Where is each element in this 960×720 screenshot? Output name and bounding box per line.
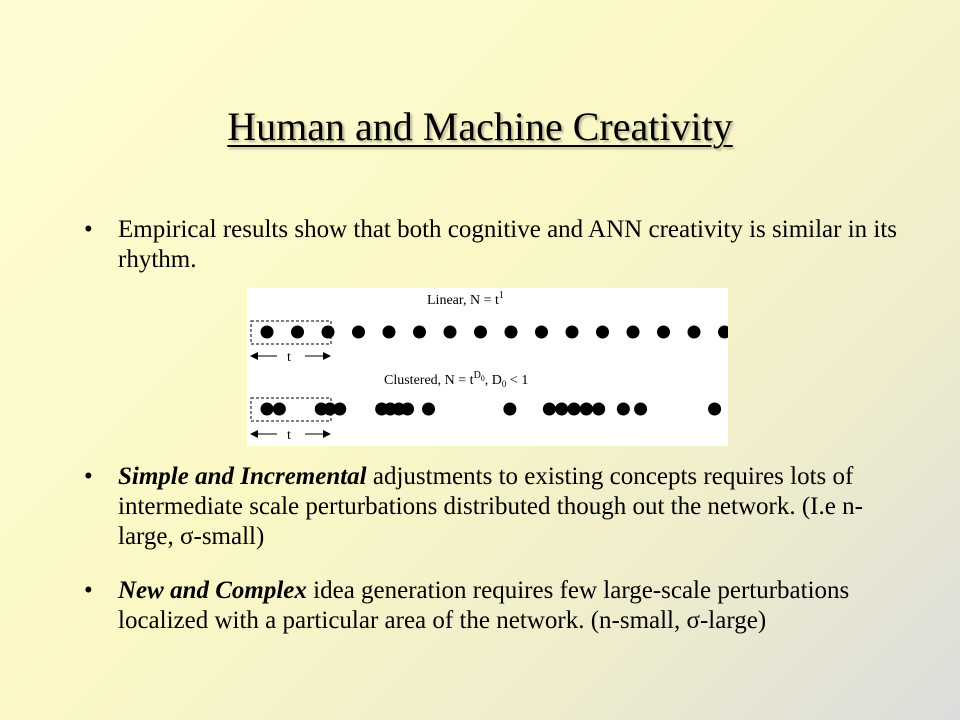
clustered-dot (555, 402, 569, 416)
linear-dot (382, 325, 396, 339)
clustered-label: Clustered, N = tD0, D0 < 1 (384, 370, 528, 389)
bullet-new-complex: • New and Complex idea generation requir… (84, 576, 918, 636)
clustered-dot (616, 402, 630, 416)
linear-dot (718, 325, 728, 339)
rhythm-figure: Linear, N = t1 t Clustered, N = tD0, D0 … (247, 288, 728, 446)
linear-dot (687, 325, 701, 339)
linear-dot (474, 325, 487, 339)
clustered-dot (260, 402, 274, 416)
linear-dot (504, 325, 518, 339)
bullet-marker: • (84, 463, 93, 490)
clustered-dot (542, 402, 556, 416)
bullet-emphasis: New and Complex (118, 577, 307, 604)
linear-dot (565, 325, 579, 339)
clustered-dot (333, 402, 347, 416)
linear-dot-row (260, 325, 728, 339)
clustered-dot (401, 402, 415, 416)
bullet-marker: • (84, 216, 93, 243)
bullet-rhythm: • Empirical results show that both cogni… (84, 215, 918, 275)
clustered-dot (708, 402, 722, 416)
bullet-marker: • (84, 577, 93, 604)
linear-dot (657, 325, 670, 339)
clustered-dot (592, 402, 606, 416)
bullet-simple-incremental: • Simple and Incremental adjustments to … (84, 462, 918, 552)
bullet-emphasis: Simple and Incremental (118, 463, 367, 490)
clustered-dot (272, 402, 286, 416)
clustered-window-arrow: t (250, 428, 331, 443)
linear-dot (413, 325, 426, 339)
linear-dot (291, 325, 304, 339)
clustered-window-label: t (287, 428, 291, 443)
slide-title: Human and Machine Creativity (227, 104, 733, 149)
clustered-dot (567, 402, 581, 416)
clustered-dot (323, 402, 337, 416)
linear-dot (321, 325, 335, 339)
linear-dot (596, 325, 609, 339)
bullet-text: Empirical results show that both cogniti… (118, 216, 898, 273)
linear-window-label: t (287, 350, 291, 365)
bullet-text: adjustments to existing concepts require… (118, 463, 863, 550)
clustered-dot (579, 402, 593, 416)
linear-dot (260, 325, 274, 339)
linear-dot (352, 325, 365, 339)
clustered-dot (634, 402, 648, 416)
linear-dot (443, 325, 457, 339)
linear-label: Linear, N = t1 (427, 290, 504, 308)
linear-window-arrow: t (250, 350, 331, 365)
clustered-dot (422, 402, 436, 416)
clustered-dot (503, 402, 517, 416)
rhythm-diagram: Linear, N = t1 t Clustered, N = tD0, D0 … (250, 290, 728, 443)
bullet-text: idea generation requires few large-scale… (118, 577, 850, 634)
clustered-dot-row (260, 402, 722, 416)
linear-dot (535, 325, 548, 339)
linear-dot (626, 325, 640, 339)
